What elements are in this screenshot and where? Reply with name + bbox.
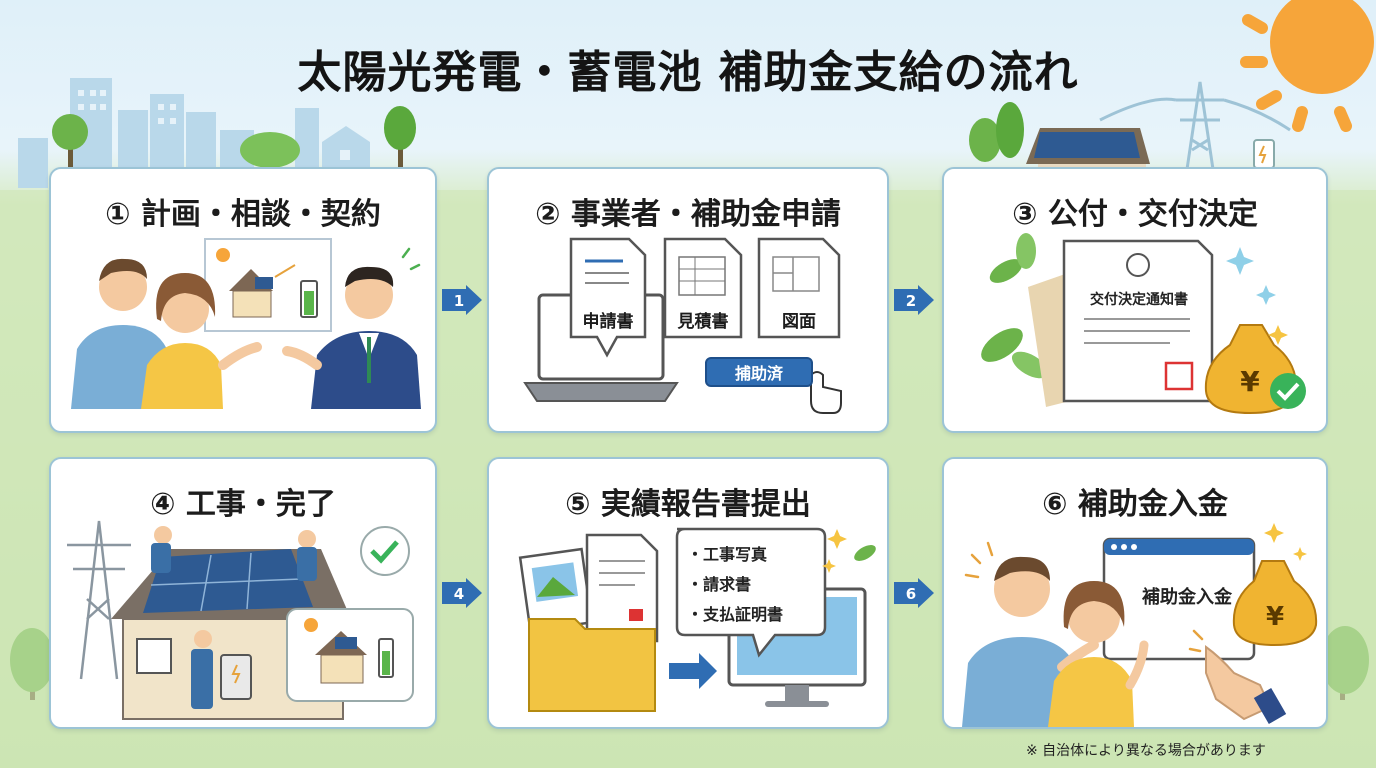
sun-icon <box>1240 0 1374 132</box>
flow-arrow-1-number: 1 <box>453 292 465 310</box>
flow-arrow-2: 2 <box>894 285 934 315</box>
pointing-hand-icon <box>1205 645 1287 724</box>
step-card-6: ⑥ 補助金入金 ¥ 補 <box>942 457 1328 729</box>
consultation-illustration <box>71 238 421 409</box>
step-card-1: ① 計画・相談・契約 <box>49 167 437 433</box>
leaf-icon <box>981 233 1049 379</box>
sparkle-icon <box>1226 247 1276 305</box>
arrow-right-icon <box>669 653 717 689</box>
estimate-doc-icon <box>663 237 743 339</box>
step-card-5: ⑤ 実績報告書提出 <box>487 457 889 729</box>
notice-document-icon <box>1062 239 1214 403</box>
power-tower-icon <box>67 520 131 680</box>
step-card-3: ③ 公付・交付決定 ¥ <box>942 167 1328 433</box>
document-icon <box>585 533 659 643</box>
folder-icon <box>528 618 656 712</box>
deposit-screen-label: 補助金入金 <box>1142 587 1232 608</box>
doc-label-estimate: 見積書 <box>677 312 729 332</box>
step-2-heading: ② 事業者・補助金申請 <box>535 197 841 232</box>
svg-text:¥: ¥ <box>1266 602 1284 632</box>
flow-arrow-1: 1 <box>442 285 482 315</box>
check-circle-icon <box>360 526 410 576</box>
application-illustration <box>523 237 842 414</box>
checklist-bubble-icon <box>675 527 827 658</box>
flow-arrow-4: 6 <box>894 578 934 608</box>
sparkle-icon <box>1264 523 1307 561</box>
check-circle-icon <box>1270 373 1306 409</box>
application-doc-icon <box>569 237 647 358</box>
browser-window-icon <box>1102 537 1256 661</box>
step-6-heading: ⑥ 補助金入金 <box>1042 487 1228 522</box>
sparkle-icon <box>822 529 847 573</box>
svg-text:¥: ¥ <box>1240 365 1260 398</box>
checklist-item-payment-proof: ・支払証明書 <box>687 605 784 624</box>
worker-icon <box>151 526 317 709</box>
footnote: ※ 自治体により異なる場合があります <box>1026 743 1266 759</box>
flow-arrow-3: 4 <box>442 578 482 608</box>
step-5-heading: ⑤ 実績報告書提出 <box>565 487 811 522</box>
checklist-item-photos: ・工事写真 <box>687 545 768 564</box>
yen-bag-icon: ¥ <box>1232 560 1318 647</box>
page-title: 太陽光発電・蓄電池 補助金支給の流れ <box>297 47 1079 98</box>
flow-arrow-2-number: 2 <box>905 292 917 310</box>
doc-label-drawing: 図面 <box>782 312 816 332</box>
sun-small-icon <box>216 248 230 262</box>
report-illustration <box>518 527 876 712</box>
pointer-hand-icon <box>810 371 842 414</box>
approval-illustration: ¥ <box>981 233 1306 415</box>
subsidy-status-button[interactable]: 捕助済 <box>705 357 813 387</box>
flow-arrow-3-number: 4 <box>453 585 465 603</box>
construction-illustration <box>67 520 414 720</box>
sparkle-yellow-icon <box>1268 325 1288 345</box>
step-1-heading: ① 計画・相談・契約 <box>105 197 381 232</box>
step-card-4: ④ 工事・完了 <box>49 457 437 729</box>
deposit-illustration: ¥ <box>962 523 1318 727</box>
checklist-item-invoice: ・請求書 <box>687 575 752 594</box>
speech-bubble-house-icon <box>286 608 414 702</box>
step-3-heading: ③ 公付・交付決定 <box>1012 197 1258 232</box>
notice-document-title: 交付決定通知書 <box>1090 292 1188 308</box>
drawing-doc-icon <box>757 237 841 339</box>
flow-arrow-4-number: 6 <box>905 585 917 603</box>
step-4-heading: ④ 工事・完了 <box>150 487 336 522</box>
step-card-2: ② 事業者・補助金申請 <box>487 167 889 433</box>
doc-label-application: 申請書 <box>582 312 634 332</box>
photo-doc-icon <box>518 547 594 633</box>
